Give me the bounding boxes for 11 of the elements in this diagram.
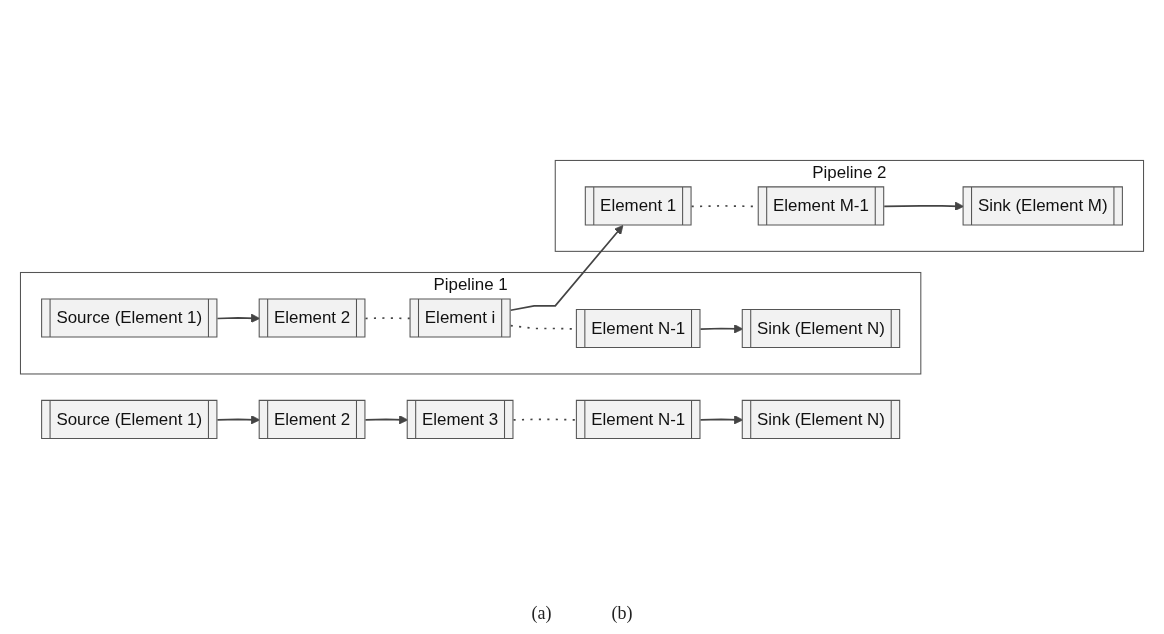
arrow (216, 313, 261, 323)
arrow (364, 415, 409, 425)
arrow (509, 225, 624, 312)
arrow (216, 415, 261, 425)
arrow (699, 324, 744, 334)
connector (512, 418, 578, 421)
connector (364, 317, 412, 320)
arrow (699, 415, 744, 425)
arrow (883, 201, 965, 211)
panel-label: (a) (531, 603, 552, 624)
panel-label: (b) (611, 603, 633, 624)
